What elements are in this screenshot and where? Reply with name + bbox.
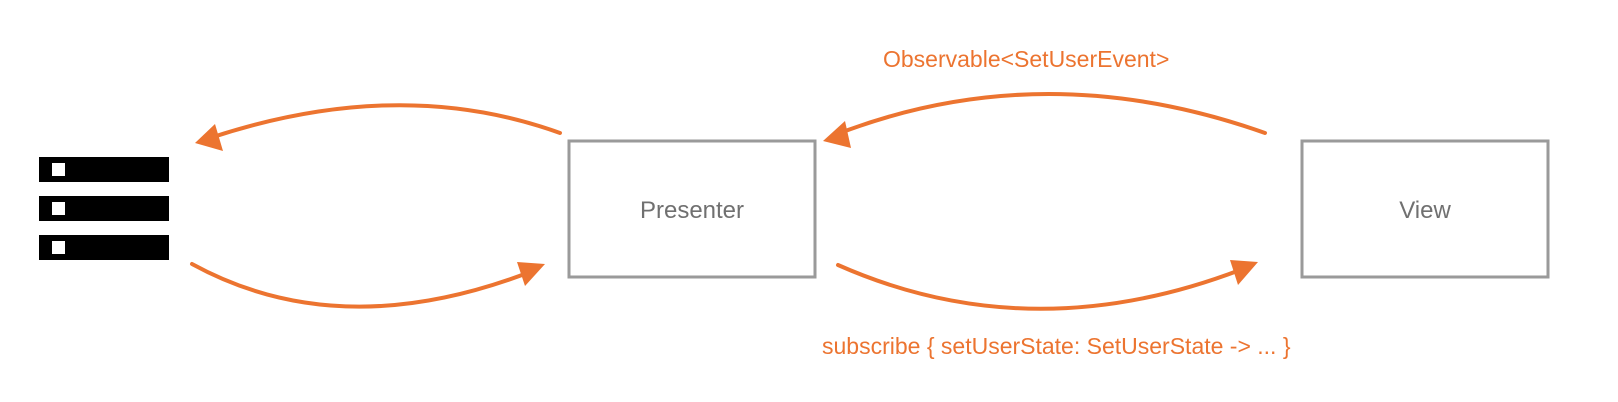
presenter-label: Presenter	[640, 197, 744, 224]
server-list-icon	[39, 157, 169, 260]
arrow-presenter-to-view-head	[1230, 260, 1258, 285]
observable-event-label: Observable<SetUserEvent>	[883, 46, 1169, 72]
server-list-row-2-dot	[52, 202, 65, 215]
arrow-presenter-to-datastore-line	[208, 103, 562, 140]
presenter-box	[567, 139, 817, 279]
arrow-datastore-to-presenter-line	[190, 262, 532, 309]
arrow-datastore-to-presenter	[190, 262, 545, 309]
view-node: View	[1300, 139, 1550, 279]
view-label: View	[1399, 197, 1451, 224]
arrow-presenter-to-view-line	[836, 263, 1242, 311]
arrow-presenter-to-datastore-head	[195, 124, 223, 151]
arrow-presenter-to-datastore	[195, 103, 562, 151]
server-list-row-1-dot	[52, 163, 65, 176]
arrow-datastore-to-presenter-head	[517, 262, 545, 286]
arrow-presenter-to-view	[836, 260, 1258, 311]
subscribe-state-label: subscribe { setUserState: SetUserState -…	[822, 333, 1291, 359]
arrow-view-to-presenter-line	[838, 92, 1267, 135]
view-box	[1300, 139, 1550, 279]
presenter-node: Presenter	[567, 139, 817, 279]
server-list-row-3-dot	[52, 241, 65, 254]
arrow-view-to-presenter-head	[823, 121, 851, 148]
arrow-view-to-presenter	[823, 92, 1267, 148]
